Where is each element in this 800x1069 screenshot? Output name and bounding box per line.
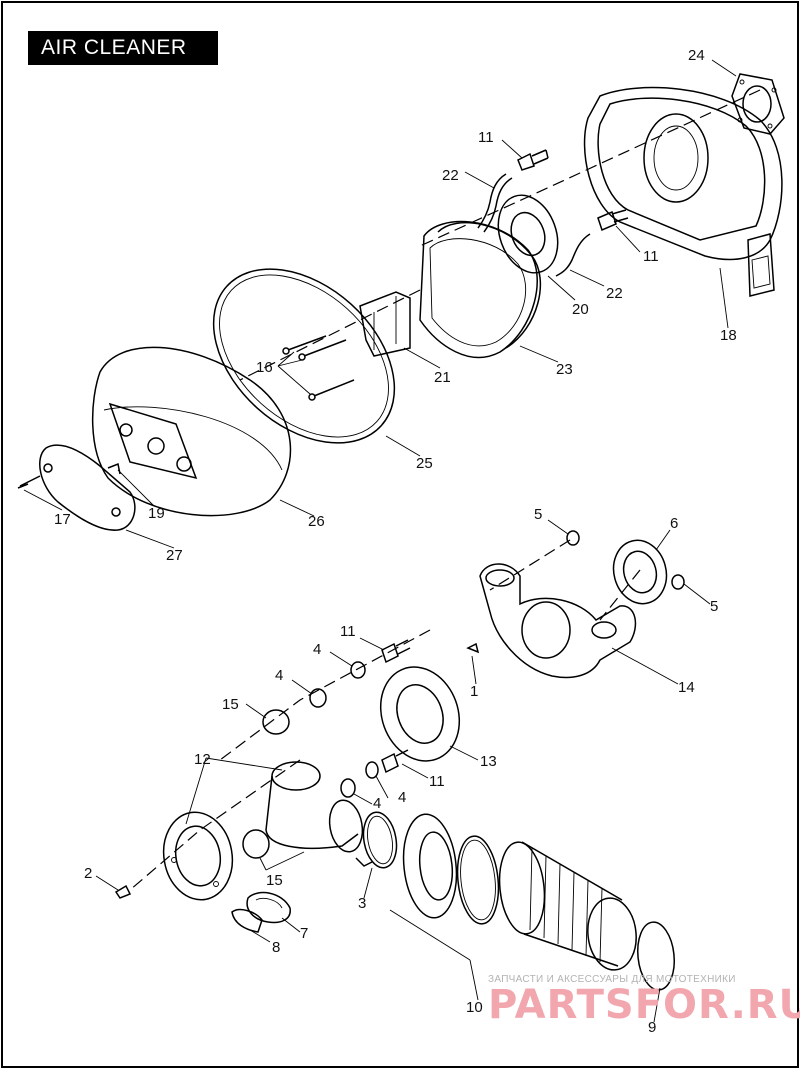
diagram-title: AIR CLEANER [28,31,218,65]
part-15-plug-top [262,709,290,735]
part-21-bracket [359,291,411,357]
part-12-mount-plate [162,811,234,901]
part-24-gasket [731,73,785,135]
callout-2: 2 [84,865,92,882]
part-19-screw [107,462,121,475]
callout-5-right: 5 [710,598,718,615]
callout-22-top: 22 [442,167,459,184]
part-4-o-ring-a [350,661,366,679]
callout-11-low: 11 [429,773,445,790]
callout-4-d: 4 [373,795,381,812]
part-17-screw [17,475,41,489]
callout-14: 14 [678,679,695,696]
centerline-lower-2 [599,569,641,621]
part-12-intake-duct [265,761,364,853]
part-22-tube-edge [483,177,513,233]
part-1-screw [466,642,480,654]
centerline-upper-2 [239,289,421,381]
callout-11-mid: 11 [340,623,356,640]
callout-8: 8 [272,939,280,956]
callout-15-top: 15 [222,696,239,713]
callout-27: 27 [166,547,183,564]
watermark-subtitle: ЗАПЧАСТИ И АКСЕССУАРЫ ДЛЯ МОТОТЕХНИКИ [488,974,736,985]
centerline-lower-1 [489,539,571,591]
part-8-insert [231,908,263,933]
callout-4-a: 4 [313,641,321,658]
callout-16: 16 [256,359,273,376]
callout-1: 1 [470,683,478,700]
callout-labels: 24 11 22 20 11 22 18 21 23 16 25 19 17 2… [54,47,737,1036]
part-10-filter-adapter [402,813,458,919]
part-22-breather-tube-right [555,233,591,277]
part-5-o-ring-right [671,574,685,590]
part-5-o-ring-top [566,530,580,546]
callout-4-b: 4 [275,667,283,684]
callout-18: 18 [720,327,737,344]
part-4-o-ring-b [309,688,327,708]
centerline-lower-3 [219,629,431,761]
part-18-backplate [583,86,783,297]
part-11-bolt-lower [381,749,409,774]
part-3-clamp [355,811,398,869]
callout-17: 17 [54,511,71,528]
part-11-breather-bolt-top [517,149,549,171]
part-10-cone-filter [498,841,637,971]
part-4-o-ring-c [365,761,379,779]
part-11-breather-bolt-right [597,209,629,232]
part-10-seal-ring [456,835,500,925]
callout-11-right: 11 [643,248,659,265]
callout-15-bottom: 15 [266,872,283,889]
part-2-screw [114,884,132,899]
part-7-medallion [246,891,291,924]
centerline-upper-1 [419,89,761,247]
part-16-screws [282,335,355,401]
callout-24: 24 [688,47,705,64]
callout-12: 12 [194,751,211,768]
part-27-trim [39,444,136,531]
part-23-filter-element [419,220,541,359]
callout-7: 7 [300,925,308,942]
part-13-gasket [379,666,461,762]
callout-3: 3 [358,895,366,912]
part-20-gasket [497,194,559,274]
callout-5-top: 5 [534,506,542,523]
callout-26: 26 [308,513,325,530]
callout-21: 21 [434,369,451,386]
part-25-seal-inner [219,274,389,438]
callout-11-top: 11 [478,129,494,146]
callout-10: 10 [466,999,483,1016]
watermark-brand: PARTSFOR.RU [488,982,800,1028]
part-6-gasket [612,539,668,605]
part-11-bolt-upper [381,639,411,664]
part-4-o-ring-d [340,778,356,798]
part-15-plug-bottom [242,829,270,859]
callout-25: 25 [416,455,433,472]
leader-lines [23,59,737,1023]
callout-6: 6 [670,515,678,532]
centerline-lower-4 [129,759,301,891]
callout-9: 9 [648,1019,656,1036]
part-26-cover [91,346,292,517]
callout-22-right: 22 [606,285,623,302]
part-22-breather-tube-top [477,173,507,229]
callout-4-c: 4 [398,789,406,806]
callout-19: 19 [148,505,165,522]
callout-20: 20 [572,301,589,318]
callout-13: 13 [480,753,497,770]
part-14-backplate [479,563,637,679]
part-25-cover-seal [212,268,396,444]
callout-23: 23 [556,361,573,378]
